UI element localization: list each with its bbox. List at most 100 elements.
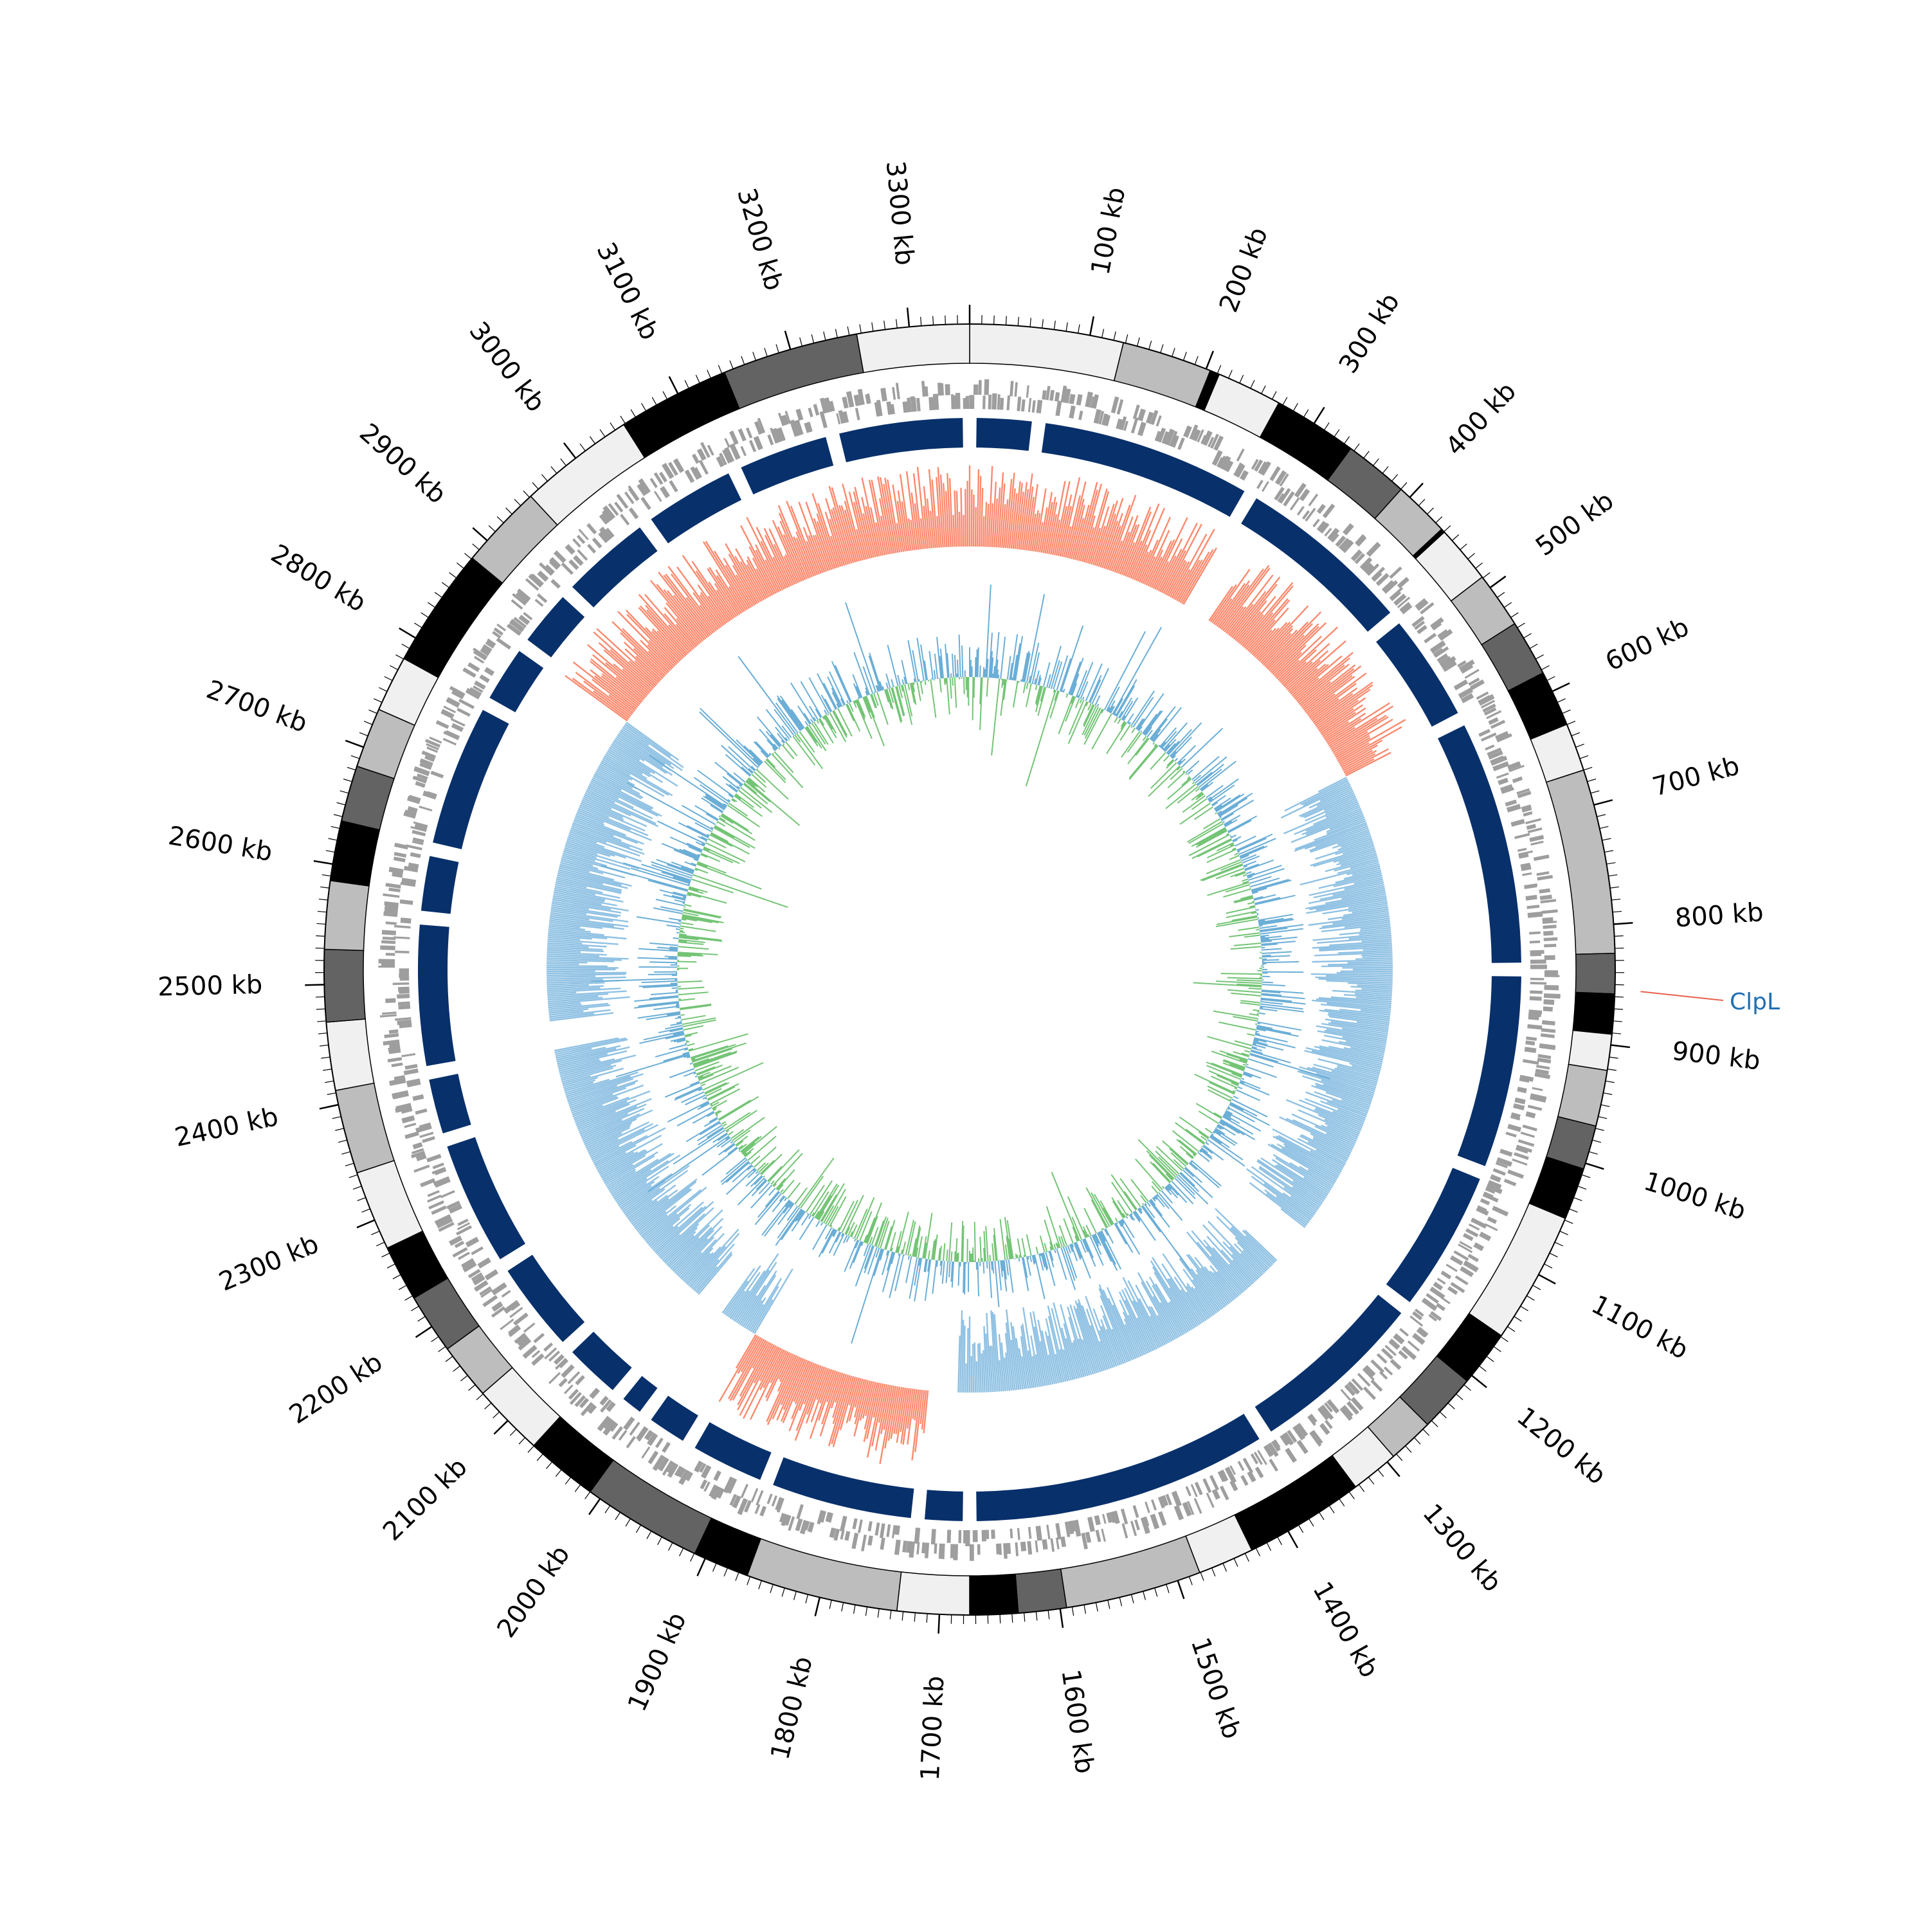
minor-tick [642,403,646,411]
gene-feature [417,1156,426,1159]
minor-tick [1304,410,1309,417]
gene-feature [1500,1151,1512,1155]
minor-tick [1172,348,1175,356]
major-tick [494,1421,507,1434]
gene-feature [442,711,453,717]
minor-tick [1189,1576,1192,1585]
gene-feature [404,868,418,871]
gene-feature [1384,1368,1392,1375]
minor-tick [1584,767,1592,770]
minor-tick [1427,508,1434,514]
minor-tick [402,644,410,649]
gene-feature [1521,1133,1534,1137]
gene-feature [797,1519,801,1531]
karyotype-segment [357,1160,422,1248]
gene-feature [1399,579,1408,587]
gene-feature [404,1124,416,1127]
major-tick [697,1558,705,1576]
gene-feature [1087,1532,1089,1542]
minor-tick [1018,317,1019,326]
minor-tick [668,1542,672,1550]
gene-feature [1513,778,1522,781]
gene-feature [1541,1035,1554,1036]
gene-feature [768,1494,772,1504]
cds-block [489,651,543,712]
tick-label: 1400 kb [1307,1577,1384,1683]
minor-tick [1234,1558,1238,1567]
gene-feature [389,1045,399,1046]
gene-feature [1076,1520,1079,1536]
gene-feature [1176,1506,1181,1519]
minor-tick [469,1385,476,1391]
gene-feature [896,1540,898,1555]
minor-tick [1364,451,1370,458]
gene-feature [1103,1514,1106,1524]
minor-tick [359,732,368,736]
major-tick [320,1105,338,1108]
gene-feature [1446,1265,1457,1271]
minor-tick [1598,1117,1608,1119]
tick-label: 100 kb [1086,185,1132,277]
gene-feature [1258,1450,1266,1465]
cds-block [418,925,456,1066]
minor-tick [1591,791,1599,793]
gene-feature [994,393,995,410]
gene-feature [1541,900,1556,902]
minor-tick [1240,375,1244,383]
minor-tick [1078,324,1080,333]
minor-tick [1048,1611,1049,1620]
minor-tick [1084,1605,1085,1614]
gene-feature [904,1540,905,1552]
gene-feature [1011,381,1013,397]
gene-feature [909,398,910,412]
gene-feature [642,1447,650,1458]
minor-tick [896,319,898,328]
minor-tick [323,1069,332,1070]
gene-feature [1249,1472,1254,1481]
gene-feature [382,932,396,933]
gene-feature [1461,1268,1472,1275]
gene-feature [1543,933,1553,934]
minor-tick [1448,1403,1454,1409]
minor-tick [1444,525,1451,531]
karyotype-segment [1235,1456,1355,1550]
gene-feature [1517,849,1526,851]
minor-tick [460,1375,467,1381]
minor-tick [453,1366,460,1371]
gene-feature [1542,1022,1555,1024]
minor-tick [337,802,346,805]
gene-feature [862,1535,865,1551]
gene-feature [1425,634,1436,642]
gene-feature [1528,1026,1543,1027]
gene-feature [1526,897,1537,898]
gene-feature [869,1521,871,1531]
minor-tick [1339,1499,1345,1506]
gene-feature [493,1285,505,1294]
karyotype-segment [897,1572,970,1615]
gene-feature [1505,1180,1516,1185]
gene-feature [927,1543,928,1558]
minor-tick [914,1612,915,1621]
minor-tick [1309,1519,1314,1526]
minor-tick [1544,1264,1552,1268]
gene-feature [783,415,786,424]
gene-feature [897,383,899,399]
gene-feature [1066,389,1069,403]
gene-feature [402,880,416,882]
gene-feature [918,398,919,411]
tick-label: 1600 kb [1055,1668,1099,1776]
gene-feature [514,1314,527,1324]
gene-feature [414,768,429,773]
minor-tick [537,1454,543,1461]
minor-tick [332,1117,341,1119]
gene-feature [1537,872,1549,874]
gene-feature [893,387,895,400]
gene-feature [385,911,397,912]
gene-feature [741,446,745,455]
gene-feature [497,624,505,630]
gene-feature [918,1542,919,1554]
minor-tick [1476,563,1483,568]
minor-tick [1066,322,1067,331]
minor-tick [1589,1151,1597,1154]
cds-block [1438,725,1521,963]
